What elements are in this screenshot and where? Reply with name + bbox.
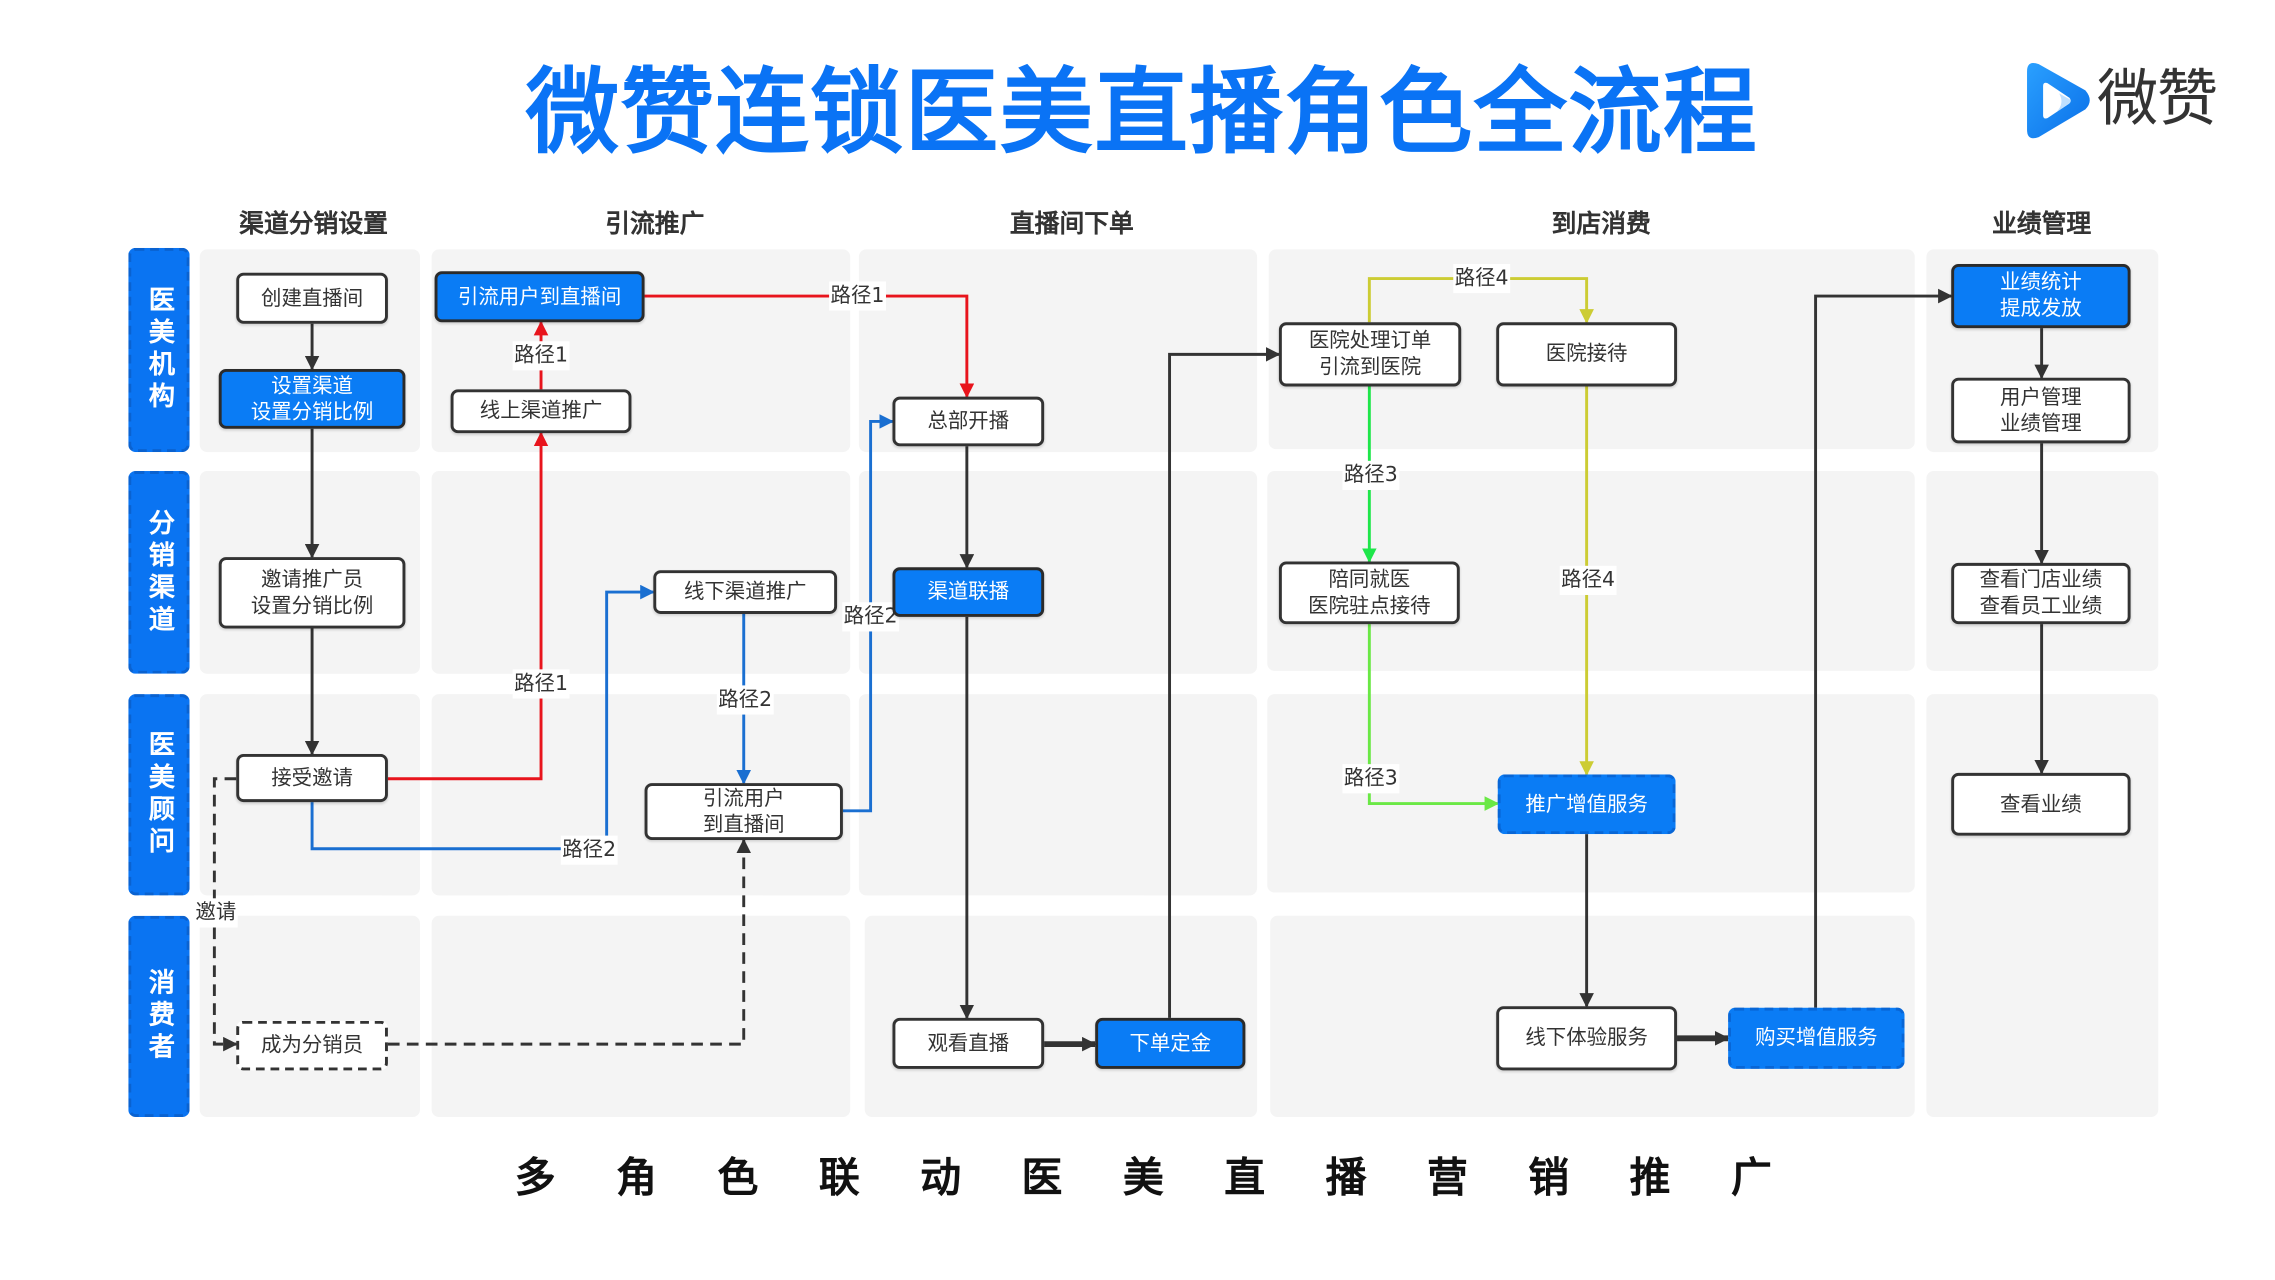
edge-label-path3: 路径3 — [1342, 764, 1400, 794]
edge-purchase-to-stats — [1814, 288, 1953, 1008]
node-guide-users-to-live-room: 引流用户 到直播间 — [644, 783, 843, 840]
node-offline-channel-promo: 线下渠道推广 — [653, 570, 838, 614]
row-label-institution: 医美机构 — [128, 247, 190, 453]
edge-label-path2: 路径2 — [842, 602, 899, 632]
column-header-live-order: 直播间下单 — [1009, 209, 1134, 240]
edge-label-path1: 路径1 — [829, 281, 886, 311]
node-invite-promoter: 邀请推广员 设置分销比例 — [218, 557, 406, 629]
edge-distributor-to-guide-users — [387, 838, 752, 1046]
row-label-text: 消费者 — [144, 968, 175, 1065]
row-label-text: 分销渠道 — [144, 508, 175, 637]
edge-label-path2: 路径2 — [560, 835, 618, 865]
edge-label-invite: 邀请 — [193, 898, 238, 928]
logo-text: 微赞 — [2097, 62, 2218, 135]
node-performance-stats: 业绩统计 提成发放 — [1951, 263, 2131, 329]
node-watch-live: 观看直播 — [892, 1017, 1045, 1069]
lane-panel — [858, 694, 1258, 896]
edge-path2-accept-to-offline — [310, 584, 655, 851]
node-view-performance: 查看业绩 — [1951, 772, 2131, 836]
page-title: 微赞连锁医美直播角色全流程 — [525, 59, 1758, 168]
column-header-traffic-promotion: 引流推广 — [605, 209, 705, 240]
node-promote-upsell: 推广增值服务 — [1497, 774, 1676, 835]
node-setup-channel-ratio: 设置渠道 设置分销比例 — [218, 368, 406, 429]
node-online-channel-promo: 线上渠道推广 — [450, 389, 632, 434]
row-label-consumer: 消费者 — [128, 915, 190, 1118]
node-become-distributor: 成为分销员 — [236, 1020, 388, 1071]
edge-label-path1: 路径1 — [512, 669, 570, 699]
edge-label-path2: 路径2 — [716, 685, 774, 715]
lane-panel — [864, 915, 1258, 1118]
row-label-text: 医美机构 — [144, 285, 175, 415]
edge-label-path1: 路径1 — [512, 341, 570, 371]
node-guide-users-to-live: 引流用户到直播间 — [434, 271, 645, 323]
lane-panel — [199, 915, 420, 1118]
row-label-distribution: 分销渠道 — [128, 471, 190, 674]
edge-label-path4: 路径4 — [1559, 565, 1617, 595]
node-hospital-reception: 医院接待 — [1496, 322, 1678, 387]
node-hospital-process-order: 医院处理订单 引流到医院 — [1278, 322, 1462, 387]
node-hq-live: 总部开播 — [892, 396, 1045, 447]
column-header-channel-setup: 渠道分销设置 — [239, 209, 388, 240]
node-place-deposit: 下单定金 — [1095, 1017, 1246, 1069]
lane-panel — [431, 915, 851, 1118]
node-channel-co-live: 渠道联播 — [892, 567, 1045, 617]
row-label-consultant: 医美顾问 — [128, 694, 190, 896]
edge-label-path4: 路径4 — [1453, 263, 1511, 294]
node-offline-experience: 线下体验服务 — [1496, 1006, 1678, 1071]
tagline: 多角色联动医美直播营销推广 — [514, 1153, 1833, 1202]
node-user-management: 用户管理 业绩管理 — [1951, 377, 2131, 444]
edge-path1-accept-to-online — [387, 431, 549, 781]
brand-logo: 微赞 — [2021, 55, 2240, 145]
node-view-store-staff-performance: 查看门店业绩 查看员工业绩 — [1951, 562, 2131, 625]
play-logo-icon — [2027, 62, 2090, 139]
node-accompany-visit: 陪同就医 医院驻点接待 — [1278, 561, 1460, 625]
edge-label-path3: 路径3 — [1342, 460, 1400, 490]
node-purchase-upsell: 购买增值服务 — [1728, 1007, 1905, 1069]
edge-path1-traffic-to-hq-live — [644, 294, 975, 399]
node-create-live-room: 创建直播间 — [236, 272, 388, 324]
edge-deposit-to-hospital-order — [1168, 347, 1281, 1018]
edge-path3-accompany-to-upsell — [1367, 624, 1500, 811]
column-header-performance: 业绩管理 — [1992, 209, 2092, 240]
column-header-store-consumption: 到店消费 — [1551, 209, 1651, 240]
row-label-text: 医美顾问 — [144, 730, 175, 859]
node-accept-invitation: 接受邀请 — [236, 753, 388, 803]
